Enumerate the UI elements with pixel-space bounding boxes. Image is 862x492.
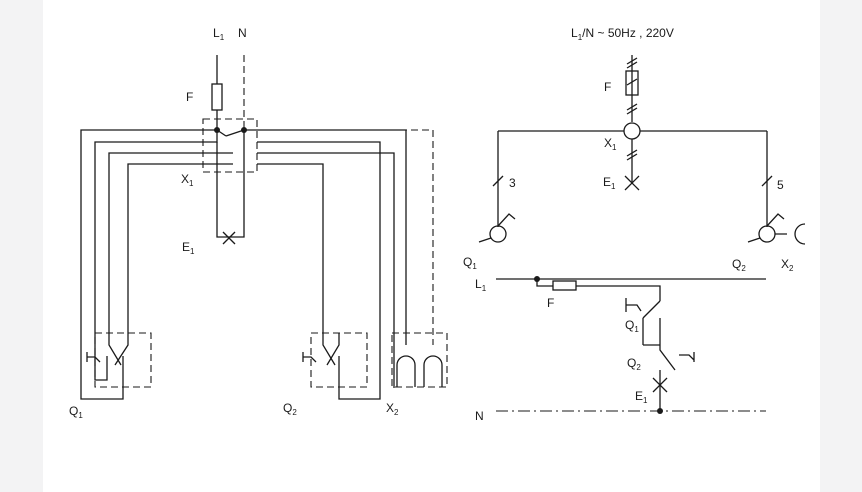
q1-tail	[478, 237, 492, 243]
label-n-schematic: N	[475, 409, 484, 423]
lamp-tick-1	[626, 149, 638, 157]
label-q1-schematic: Q1	[625, 318, 639, 334]
fuse-diagonal	[626, 78, 638, 86]
wire-q1-return-2	[127, 163, 233, 333]
label-fuse: F	[186, 90, 193, 104]
q2-contact-1	[322, 333, 336, 366]
lamp-cross-schematic-2	[652, 377, 668, 393]
socket-pin-1	[396, 355, 416, 387]
label-e1-schematic: E1	[635, 389, 648, 405]
label-n: N	[238, 26, 247, 40]
wire-to-q1-inner	[94, 130, 218, 381]
wire-to-q1-outer	[80, 129, 217, 400]
label-e1-right: E1	[603, 175, 616, 191]
wire-to-socket-1	[257, 152, 395, 388]
label-l1: L1	[213, 26, 225, 42]
fuse-symbol-right	[625, 70, 639, 96]
switch-circle-q2	[758, 225, 776, 243]
label-q1-right: Q1	[463, 255, 477, 271]
label-x1-right: X1	[604, 136, 617, 152]
label-fuse-schematic: F	[547, 296, 554, 310]
fuse-tick-2	[626, 107, 638, 115]
fuse-symbol	[211, 83, 223, 111]
fuse-symbol-schematic	[552, 280, 577, 291]
left-installation-diagram: L1 N F X1 E1 Q1 Q2 X2	[69, 26, 448, 420]
q1-actuator	[86, 352, 101, 363]
junction-circle-x1	[623, 122, 641, 140]
label-q2-schematic: Q2	[627, 356, 641, 372]
q1-actuator-schematic	[625, 298, 642, 312]
wiring-diagrams: L1 N F X1 E1 Q1 Q2 X2 L1/N ~ 50Hz , 220V	[69, 26, 806, 423]
q2-lever	[766, 213, 785, 227]
switch-circle-q1	[489, 225, 507, 243]
label-e1: E1	[182, 240, 195, 256]
switch-box-q1	[94, 332, 152, 388]
wire-q1-return	[108, 152, 233, 333]
phase-link-2	[225, 129, 245, 137]
label-wire-count-3: 3	[509, 176, 516, 190]
neutral-rail-node	[657, 408, 663, 414]
socket-symbol-x2	[775, 223, 806, 245]
label-q1: Q1	[69, 404, 83, 420]
label-x2-right: X2	[781, 257, 794, 273]
q2-contact-2	[326, 333, 340, 366]
q2-tail	[747, 237, 761, 243]
q2-contact	[659, 345, 676, 371]
lamp-tick-2	[626, 153, 638, 161]
label-x1: X1	[181, 172, 194, 188]
label-wire-count-5: 5	[777, 178, 784, 192]
q1-contact	[642, 300, 661, 319]
label-q2: Q2	[283, 401, 297, 417]
q1-lever	[497, 213, 516, 227]
label-fuse-right: F	[604, 80, 611, 94]
q1-wire-tick	[492, 175, 504, 187]
lamp-cross-2	[222, 231, 236, 245]
q2-wire-tick	[761, 175, 773, 187]
supply-tick-1	[626, 57, 638, 65]
lamp-wiring	[216, 130, 245, 238]
label-l1-schematic: L1	[475, 277, 487, 293]
label-x2: X2	[386, 401, 399, 417]
right-schematic-diagram: L1 F Q1 Q2 E1 N	[475, 276, 766, 423]
socket-pin-2	[423, 355, 443, 387]
supply-tick-2	[626, 61, 638, 69]
diagram-canvas: L1 N F X1 E1 Q1 Q2 X2 L1/N ~ 50Hz , 220V	[43, 0, 820, 492]
q1-contact-2	[114, 333, 129, 366]
phase-link	[216, 129, 227, 137]
q2-actuator-schematic	[679, 352, 695, 362]
fuse-tick-1	[626, 103, 638, 111]
right-single-line-diagram: L1/N ~ 50Hz , 220V 3 5 F X1 E1 Q1 Q2	[463, 26, 806, 273]
wire-q2-return	[257, 163, 324, 333]
q1-contact-1	[108, 333, 122, 366]
wire-to-socket-2	[244, 129, 407, 345]
supply-spec-label: L1/N ~ 50Hz , 220V	[571, 26, 674, 42]
lamp-cross-right-2	[624, 175, 640, 191]
label-q2-right: Q2	[732, 257, 746, 273]
junction-box-x1	[202, 118, 258, 173]
q2-actuator	[302, 352, 317, 363]
fuse-feed	[536, 279, 553, 287]
fuse-to-q1	[576, 285, 661, 301]
wire-to-q2-outer	[257, 141, 381, 400]
socket-box-x2	[391, 332, 448, 388]
neutral-to-socket	[257, 129, 434, 345]
